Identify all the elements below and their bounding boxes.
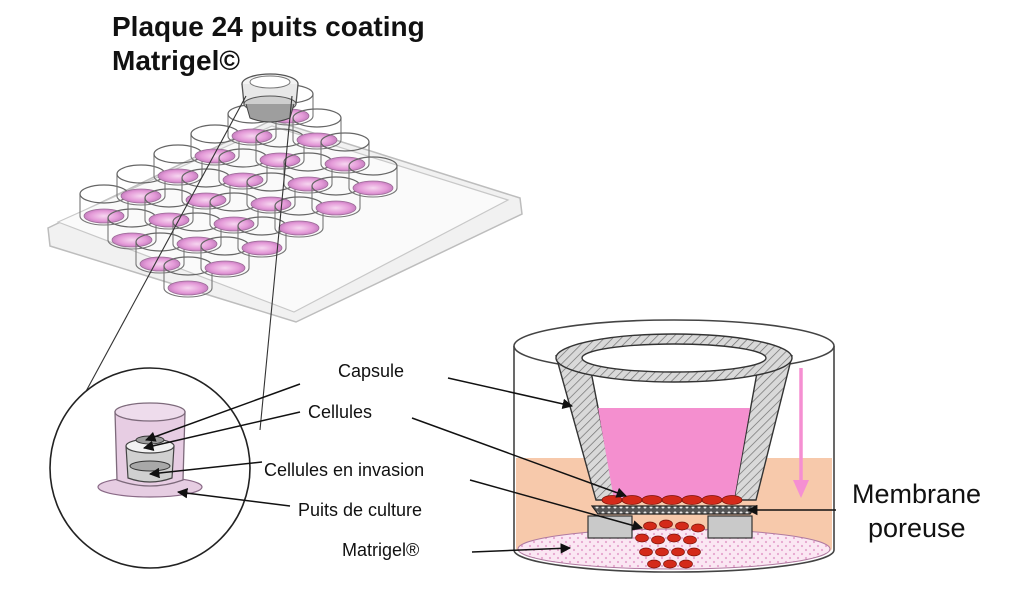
annotation-arrows bbox=[142, 377, 836, 554]
figure-title: Plaque 24 puits coating Matrigel© bbox=[112, 10, 425, 78]
invading-cell bbox=[671, 547, 685, 557]
invading-cell bbox=[663, 559, 677, 569]
invading-cell bbox=[659, 519, 673, 529]
insert-rim-inner bbox=[581, 343, 767, 373]
cells-on-membrane bbox=[601, 495, 743, 505]
plate-well bbox=[348, 156, 398, 198]
invading-cell bbox=[691, 523, 705, 533]
cell bbox=[721, 495, 743, 505]
arrow-zoom-cellules bbox=[142, 411, 301, 451]
porous-membrane bbox=[590, 505, 758, 515]
flow-arrow bbox=[793, 368, 809, 498]
cell bbox=[641, 495, 663, 505]
cell bbox=[621, 495, 643, 505]
cell bbox=[661, 495, 683, 505]
label-puits-culture: Puits de culture bbox=[298, 500, 422, 520]
invading-cell bbox=[651, 535, 665, 545]
cross-section bbox=[513, 319, 835, 573]
invading-cell bbox=[647, 559, 661, 569]
arrow-cellules-invasion bbox=[469, 479, 644, 531]
invading-cell bbox=[687, 547, 701, 557]
cell bbox=[601, 495, 623, 505]
cell bbox=[701, 495, 723, 505]
invading-cell bbox=[683, 535, 697, 545]
upper-medium bbox=[598, 408, 750, 500]
label-capsule: Capsule bbox=[338, 361, 404, 381]
label-cellules-invasion: Cellules en invasion bbox=[264, 460, 424, 480]
label-membrane-line-1: Membrane bbox=[852, 479, 981, 509]
cell bbox=[681, 495, 703, 505]
arrow-cellules bbox=[411, 417, 627, 498]
invading-cell bbox=[655, 547, 669, 557]
invading-cell bbox=[639, 547, 653, 557]
zoom-lines bbox=[83, 95, 293, 431]
invading-cell bbox=[667, 533, 681, 543]
arrow-zoom-invasion bbox=[148, 461, 263, 479]
title-line-1: Plaque 24 puits coating bbox=[112, 11, 425, 42]
cells-invading bbox=[635, 519, 705, 569]
invading-cell bbox=[643, 521, 657, 531]
label-matrigel: Matrigel® bbox=[342, 540, 419, 560]
label-membrane-line-2: poreuse bbox=[868, 513, 966, 543]
insert-foot-right bbox=[707, 515, 753, 539]
invading-cell bbox=[635, 533, 649, 543]
arrow-capsule bbox=[447, 377, 574, 410]
zoom-circle bbox=[49, 367, 251, 569]
arrow-zoom-well bbox=[176, 487, 291, 507]
invading-cell bbox=[675, 521, 689, 531]
plate-well bbox=[163, 256, 213, 298]
title-line-2: Matrigel© bbox=[112, 45, 240, 76]
arrow-matrigel bbox=[471, 543, 572, 554]
arrow-zoom-capsule bbox=[145, 383, 301, 442]
invading-cell bbox=[679, 559, 693, 569]
well-plate bbox=[47, 84, 523, 323]
insert-capsule-top bbox=[241, 73, 299, 123]
label-cellules: Cellules bbox=[308, 402, 372, 422]
